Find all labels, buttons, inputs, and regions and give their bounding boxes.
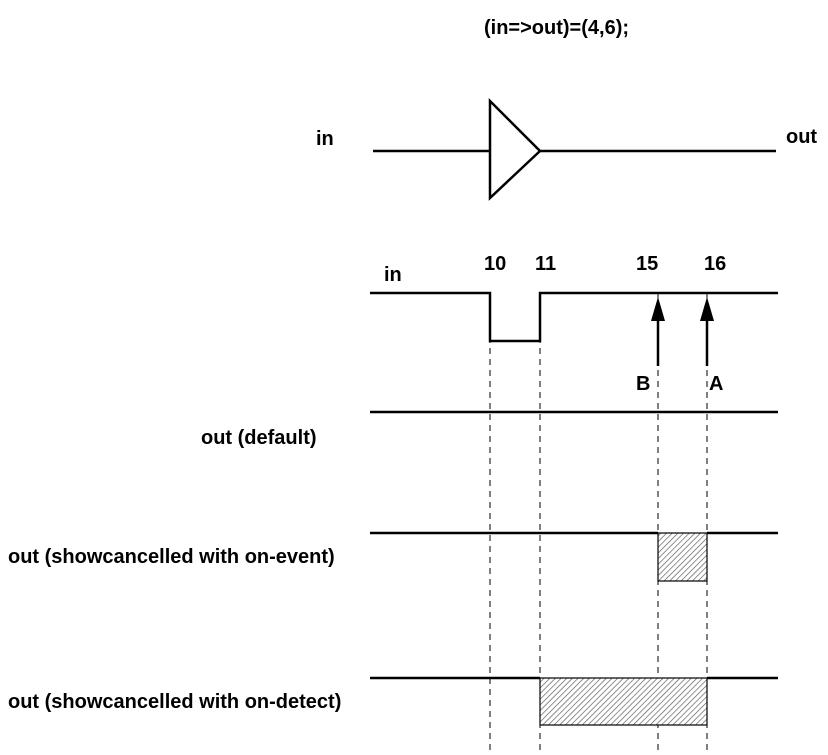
- time-label-16: 16: [704, 253, 726, 275]
- output-on-detect-label: out (showcancelled with on-detect): [8, 691, 341, 713]
- output-on-detect-waveform: out (showcancelled with on-detect): [8, 676, 778, 726]
- output-on-event-label: out (showcancelled with on-event): [8, 546, 335, 568]
- input-signal-trace: [370, 291, 778, 343]
- time-label-15: 15: [636, 253, 658, 275]
- buffer-output-label: out: [786, 126, 817, 148]
- output-default-label: out (default): [201, 427, 317, 449]
- on-detect-cancelled-pulse: [539, 677, 708, 726]
- output-on-event-waveform: out (showcancelled with on-event): [8, 531, 778, 582]
- delay-spec-label: (in=>out)=(4,6);: [484, 17, 629, 39]
- time-labels: 10 11 15 16: [484, 253, 726, 275]
- marker-b-arrow-icon: [651, 297, 665, 321]
- buffer-triangle-icon: [488, 97, 542, 201]
- on-event-cancelled-pulse: [657, 532, 708, 582]
- marker-a-arrow-icon: [700, 297, 714, 321]
- time-label-11: 11: [535, 253, 556, 275]
- marker-b-label: B: [636, 373, 650, 395]
- buffer-input-label: in: [316, 128, 334, 150]
- event-markers: B A: [636, 297, 723, 395]
- output-default-waveform: out (default): [201, 410, 778, 449]
- input-waveform: in: [370, 264, 778, 343]
- marker-a-label: A: [709, 373, 723, 395]
- input-signal-label: in: [384, 264, 402, 286]
- time-label-10: 10: [484, 253, 506, 275]
- buffer-schematic: in out: [316, 97, 817, 201]
